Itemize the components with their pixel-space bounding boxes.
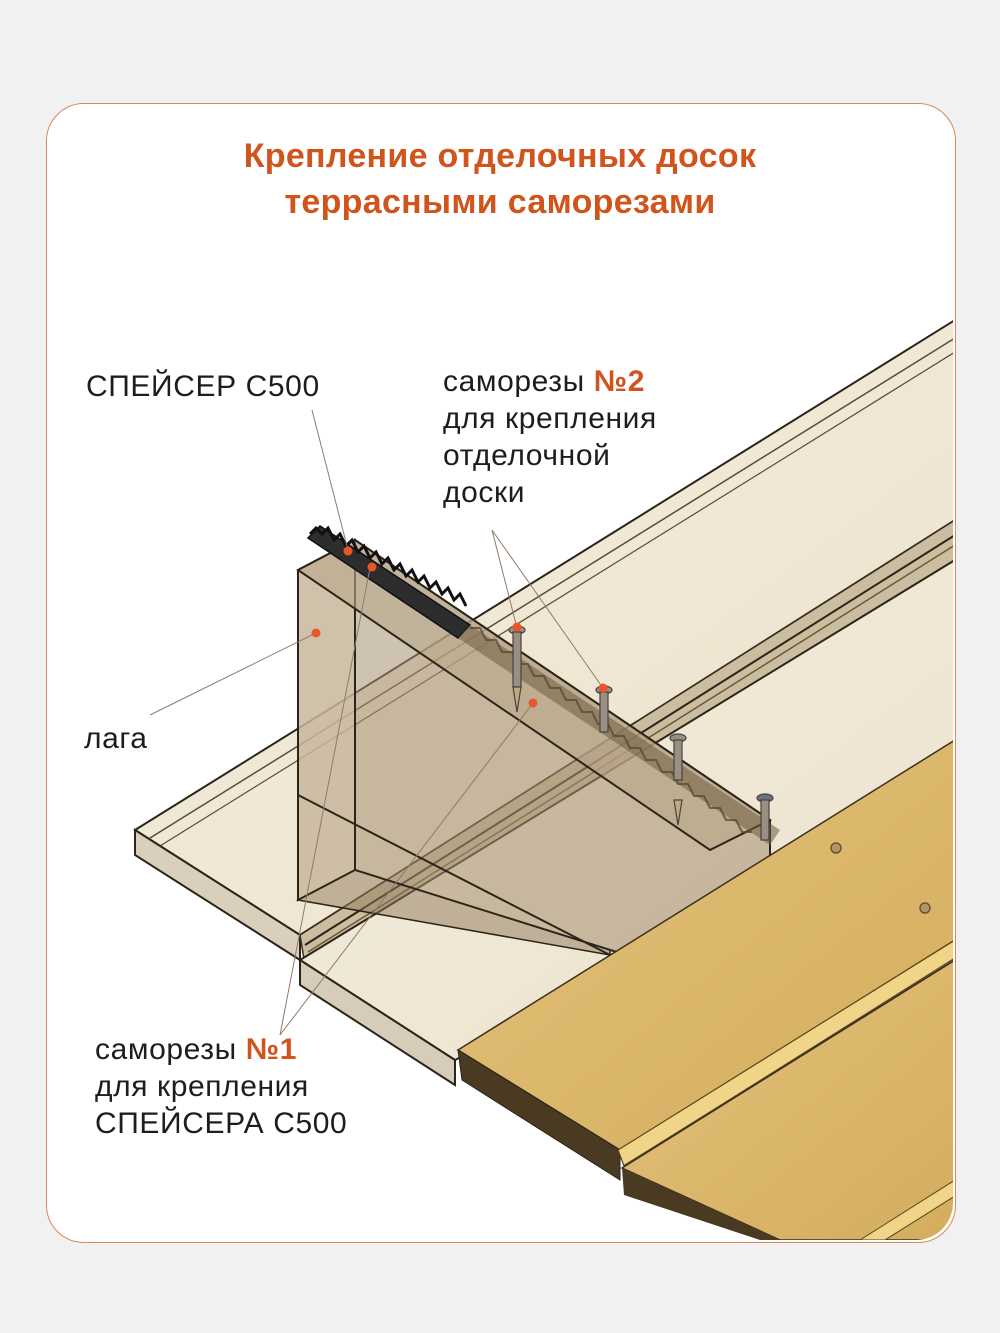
joist bbox=[295, 538, 772, 1002]
label-joist: лага bbox=[84, 722, 148, 755]
screw-head-icon bbox=[830, 842, 842, 854]
marker-dot-icon bbox=[598, 683, 608, 693]
page-title: Крепление отделочных досок террасными са… bbox=[0, 133, 1000, 225]
screw-icon bbox=[756, 793, 774, 841]
screw-head-icon bbox=[919, 902, 931, 914]
marker-dot-icon bbox=[512, 622, 522, 632]
screw-icon bbox=[669, 733, 687, 826]
marker-dot-icon bbox=[528, 698, 538, 708]
marker-dot-icon bbox=[367, 562, 377, 572]
leader-lines bbox=[149, 409, 604, 1036]
marker-dot-icon bbox=[311, 628, 321, 638]
marker-dot-icon bbox=[343, 546, 353, 556]
label-spacer: СПЕЙСЕР С500 bbox=[86, 370, 320, 403]
label-screws-no2: саморезы №2 для крепления отделочной дос… bbox=[443, 365, 657, 509]
label-screws-no1: саморезы №1 для крепления СПЕЙСЕРА С500 bbox=[95, 1033, 348, 1140]
title-line-2: террасными саморезами bbox=[284, 183, 716, 221]
decking-board-wood bbox=[456, 738, 953, 1240]
title-line-1: Крепление отделочных досок bbox=[243, 137, 757, 175]
markers bbox=[311, 546, 608, 708]
